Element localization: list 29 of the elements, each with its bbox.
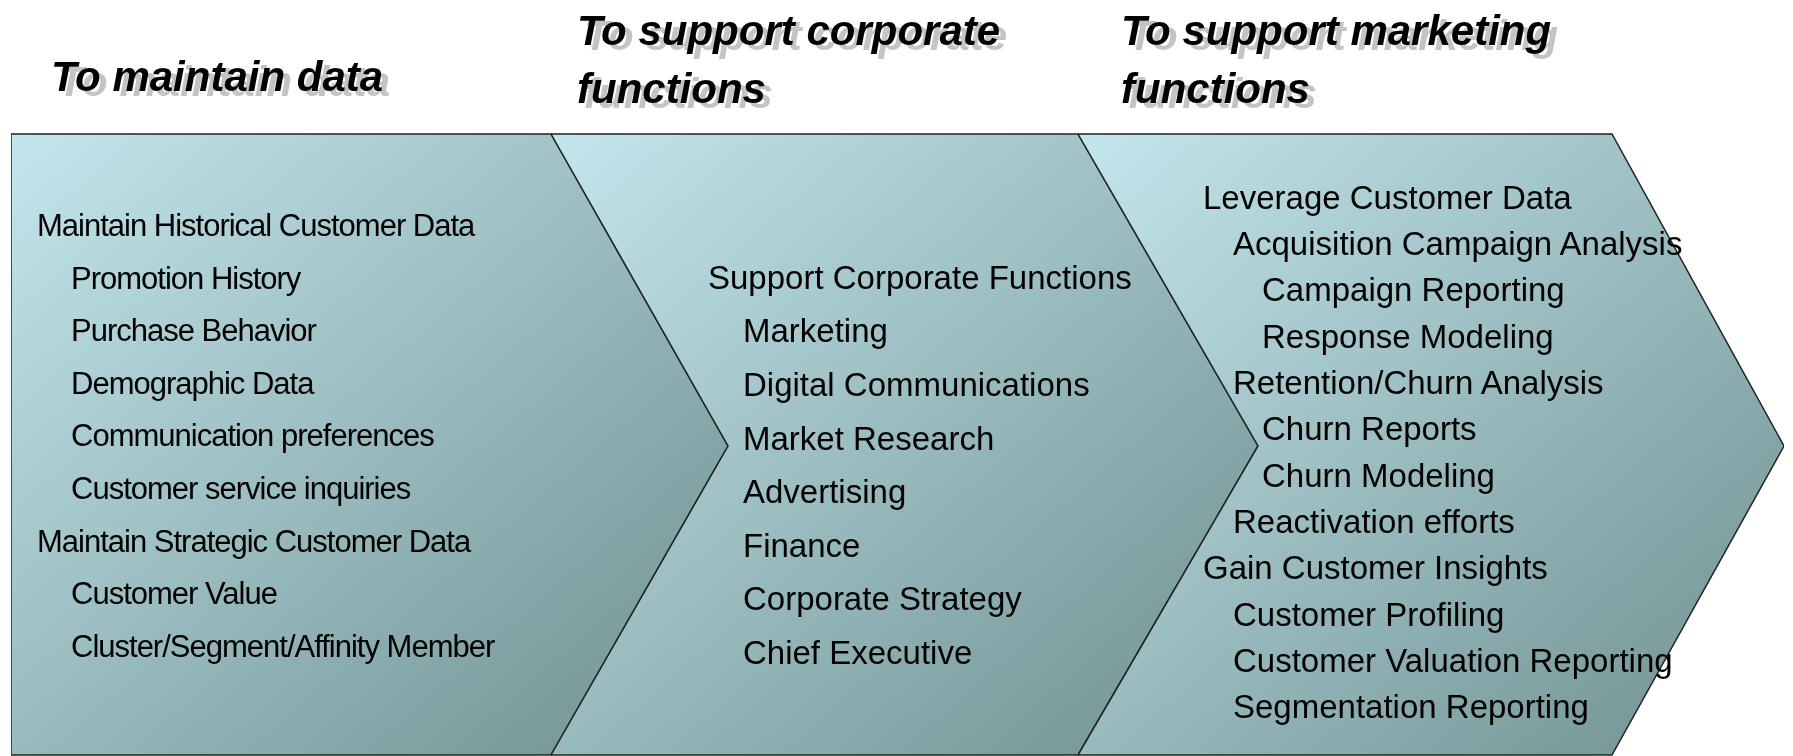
list-item: Customer service inquiries <box>71 471 411 507</box>
stage-heading: To support marketing functions <box>1121 6 1553 114</box>
list-item: Customer Profiling <box>1233 595 1505 634</box>
list-item: Segmentation Reporting <box>1233 688 1589 727</box>
list-item: Demographic Data <box>71 365 314 402</box>
list-item: Purchase Behavior <box>71 313 316 349</box>
list-heading: Support Corporate Functions <box>708 258 1132 297</box>
list-heading: Maintain Historical Customer Data <box>37 208 475 244</box>
list-item: Reactivation efforts <box>1233 502 1515 541</box>
list-item: Retention/Churn Analysis <box>1233 364 1604 402</box>
list-item: Chief Executive <box>743 634 973 672</box>
list-item: Marketing <box>743 312 888 351</box>
list-item: Corporate Strategy <box>743 580 1022 619</box>
list-item: Cluster/Segment/Affinity Member <box>71 628 495 665</box>
list-item: Customer Value <box>71 576 277 612</box>
list-item: Campaign Reporting <box>1262 271 1565 310</box>
stage-heading: To support corporate functions <box>577 6 1002 114</box>
list-heading: Leverage Customer Data <box>1203 178 1572 217</box>
list-item: Churn Modeling <box>1262 456 1495 495</box>
list-item: Churn Reports <box>1262 410 1477 449</box>
list-heading: Maintain Strategic Customer Data <box>37 523 471 560</box>
list-item: Digital Communications <box>743 366 1090 404</box>
list-item: Communication preferences <box>71 418 434 455</box>
list-item: Promotion History <box>71 260 301 297</box>
list-item: Advertising <box>743 473 907 512</box>
list-heading: Gain Customer Insights <box>1203 549 1548 588</box>
list-item: Finance <box>743 526 861 565</box>
list-item: Response Modeling <box>1262 317 1554 356</box>
list-item: Market Research <box>743 419 995 458</box>
